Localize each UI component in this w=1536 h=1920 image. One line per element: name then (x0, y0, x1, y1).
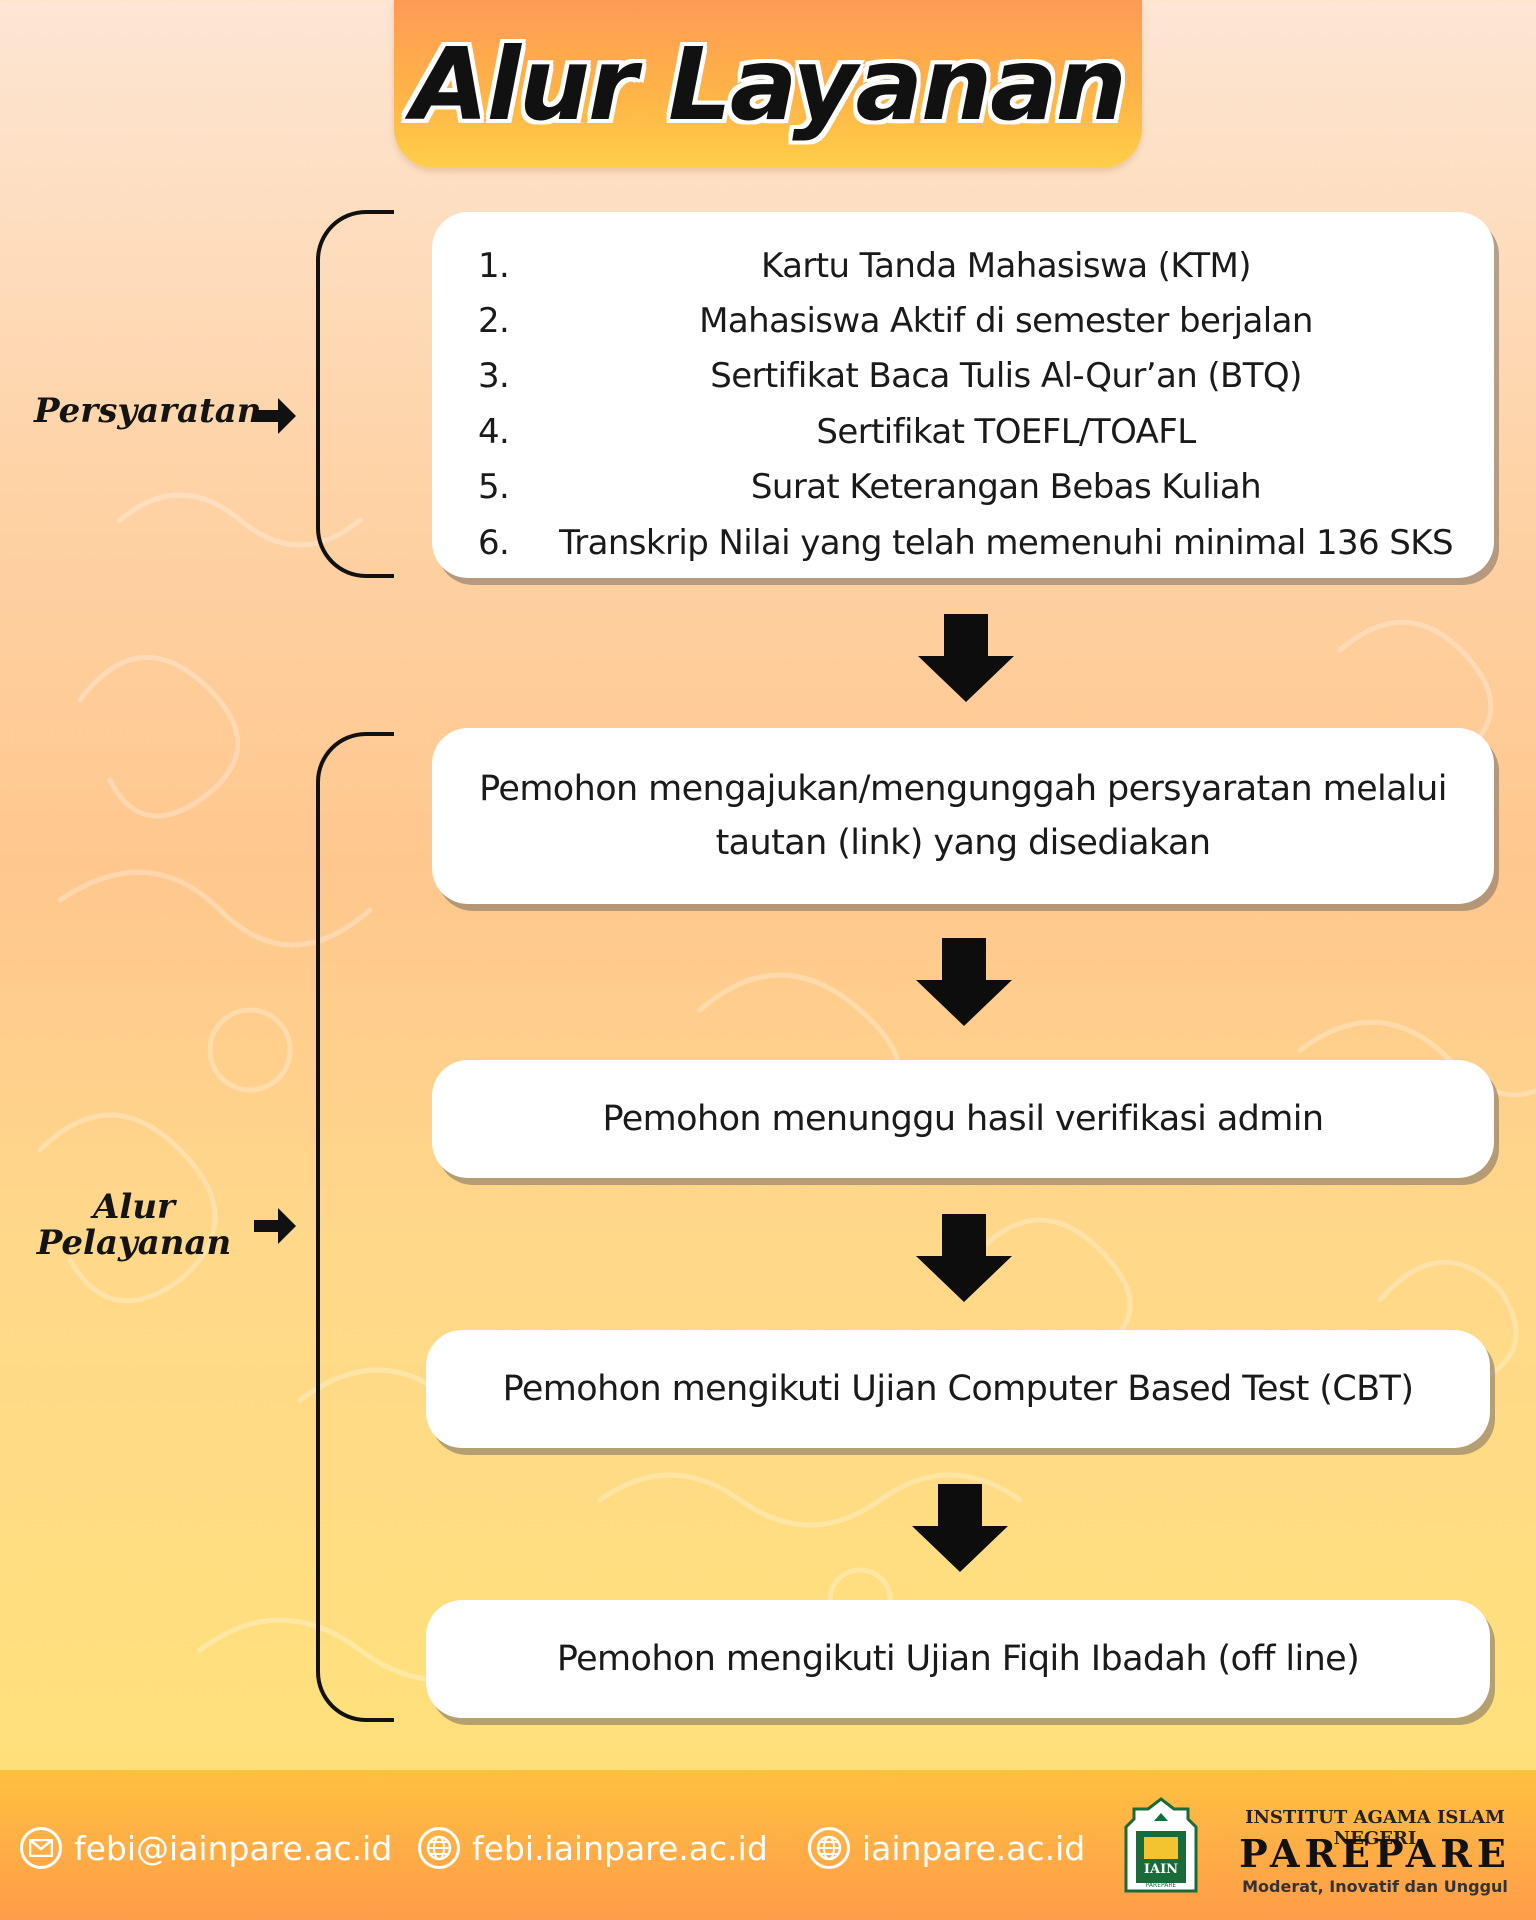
globe-icon (808, 1827, 850, 1869)
arrow-down-icon (918, 614, 1014, 702)
arrow-down-icon (916, 1214, 1012, 1302)
requirements-list: 1.Kartu Tanda Mahasiswa (KTM) 2.Mahasisw… (432, 212, 1494, 570)
footer-website[interactable]: febi.iainpare.ac.id (418, 1826, 768, 1870)
page-title: Alur Layanan (411, 25, 1127, 143)
arrow-down-icon (916, 938, 1012, 1026)
requirements-card: 1.Kartu Tanda Mahasiswa (KTM) 2.Mahasisw… (432, 212, 1494, 578)
website-text: iainpare.ac.id (862, 1828, 1086, 1868)
step-text: Pemohon mengajukan/mengunggah persyarata… (479, 768, 1447, 809)
envelope-icon (20, 1827, 62, 1869)
arrow-down-icon (912, 1484, 1008, 1572)
arrow-right-icon (254, 398, 296, 434)
step-text: tautan (link) yang disediakan (715, 823, 1211, 863)
list-item: 6.Transkrip Nilai yang telah memenuhi mi… (478, 522, 1454, 563)
step-card: Pemohon mengajukan/mengunggah persyarata… (432, 728, 1494, 904)
institution-name: INSTITUT AGAMA ISLAM NEGERI (1245, 1807, 1505, 1849)
institution-city: PAREPARE (1239, 1831, 1511, 1876)
footer (0, 1770, 1536, 1920)
title-banner: Alur Layanan (394, 0, 1142, 168)
requirements-label: Persyaratan (34, 391, 262, 431)
step-text: Pemohon mengikuti Ujian Computer Based T… (502, 1368, 1414, 1409)
list-item: 4.Sertifikat TOEFL/TOAFL (478, 411, 1196, 452)
step-card: Pemohon menunggu hasil verifikasi admin (432, 1060, 1494, 1178)
institution-tagline: Moderat, Inovatif dan Unggul (1242, 1877, 1508, 1896)
service-flow-label-line1: Alur (93, 1187, 175, 1227)
svg-text:PAREPARE: PAREPARE (1146, 1882, 1177, 1889)
list-item: 2.Mahasiswa Aktif di semester berjalan (478, 301, 1313, 342)
website-text: febi.iainpare.ac.id (472, 1828, 768, 1868)
step-card: Pemohon mengikuti Ujian Fiqih Ibadah (of… (426, 1600, 1490, 1718)
service-flow-bracket (316, 732, 394, 1722)
step-text: Pemohon menunggu hasil verifikasi admin (602, 1098, 1324, 1139)
step-card: Pemohon mengikuti Ujian Computer Based T… (426, 1330, 1490, 1448)
requirements-bracket (316, 210, 394, 578)
service-flow-label-line2: Pelayanan (36, 1222, 232, 1263)
svg-text:IAIN: IAIN (1144, 1862, 1178, 1877)
email-text: febi@iainpare.ac.id (74, 1828, 393, 1868)
service-flow-label: Alur Pelayanan (34, 1187, 234, 1263)
list-item: 3.Sertifikat Baca Tulis Al-Qur’an (BTQ) (478, 356, 1302, 397)
institution-block: IAIN PAREPARE INSTITUT AGAMA ISLAM NEGER… (1120, 1795, 1536, 1905)
footer-email[interactable]: febi@iainpare.ac.id (20, 1826, 392, 1870)
footer-website[interactable]: iainpare.ac.id (808, 1826, 1085, 1870)
list-item: 5.Surat Keterangan Bebas Kuliah (478, 467, 1262, 508)
institution-logo: IAIN PAREPARE (1124, 1797, 1198, 1893)
globe-icon (418, 1827, 460, 1869)
step-text: Pemohon mengikuti Ujian Fiqih Ibadah (of… (556, 1638, 1360, 1679)
list-item: 1.Kartu Tanda Mahasiswa (KTM) (478, 245, 1252, 286)
arrow-right-icon (254, 1208, 296, 1244)
